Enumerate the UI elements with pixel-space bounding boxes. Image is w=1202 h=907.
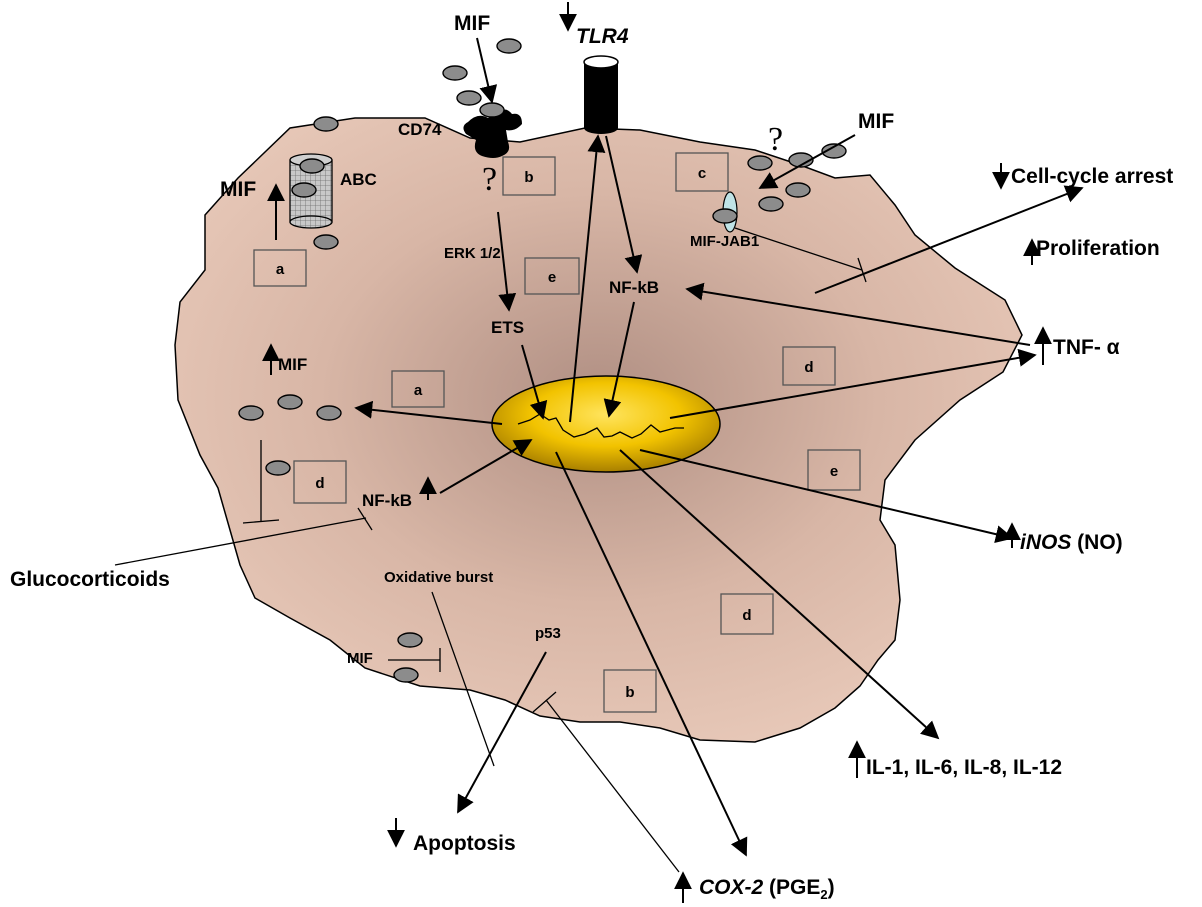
tlr4-receptor [584, 56, 618, 134]
arrow-mif-to-cd74 [477, 38, 492, 102]
box-label-e: e [548, 269, 556, 286]
box-label-c: c [698, 165, 706, 182]
box-label-d: d [804, 359, 813, 376]
label-ets: ETS [491, 318, 524, 337]
label-cytokines: IL-1, IL-6, IL-8, IL-12 [866, 756, 1062, 779]
nucleus [492, 376, 720, 472]
label-inos-no: iNOS (NO) [1020, 531, 1123, 554]
label-apoptosis: Apoptosis [413, 832, 516, 855]
label-cox2-pge2: COX-2 (PGE2) [699, 876, 835, 902]
label-mif-right: MIF [858, 110, 894, 133]
label-tnf: TNF- α [1053, 336, 1120, 359]
label-erk: ERK 1/2 [444, 245, 501, 262]
label-mif-jab1: MIF-JAB1 [690, 233, 759, 250]
label-mif-inner: MIF [278, 355, 307, 374]
label-cell-cycle: Cell-cycle arrest [1011, 165, 1173, 188]
question-mark-jab1: ? [768, 121, 783, 158]
box-label-b: b [625, 684, 634, 701]
label-glucocorticoids: Glucocorticoids [10, 568, 170, 591]
box-label-d: d [315, 475, 324, 492]
label-nfkb-top: NF-kB [609, 278, 659, 297]
box-label-a: a [276, 261, 285, 278]
box-label-e: e [830, 463, 838, 480]
box-label-d: d [742, 607, 751, 624]
label-proliferation: Proliferation [1036, 237, 1160, 260]
question-mark-cd74: ? [482, 161, 497, 198]
label-p53: p53 [535, 625, 561, 642]
label-mif-left-top: MIF [220, 178, 256, 201]
box-label-b: b [524, 169, 533, 186]
label-mif-bottom: MIF [347, 650, 373, 667]
label-mif-top: MIF [454, 12, 490, 35]
label-oxidative-burst: Oxidative burst [384, 569, 493, 586]
label-nfkb-low: NF-kB [362, 491, 412, 510]
label-abc: ABC [340, 170, 377, 189]
label-cd74: CD74 [398, 120, 442, 139]
box-label-a: a [414, 382, 423, 399]
label-tlr4: TLR4 [576, 25, 629, 48]
